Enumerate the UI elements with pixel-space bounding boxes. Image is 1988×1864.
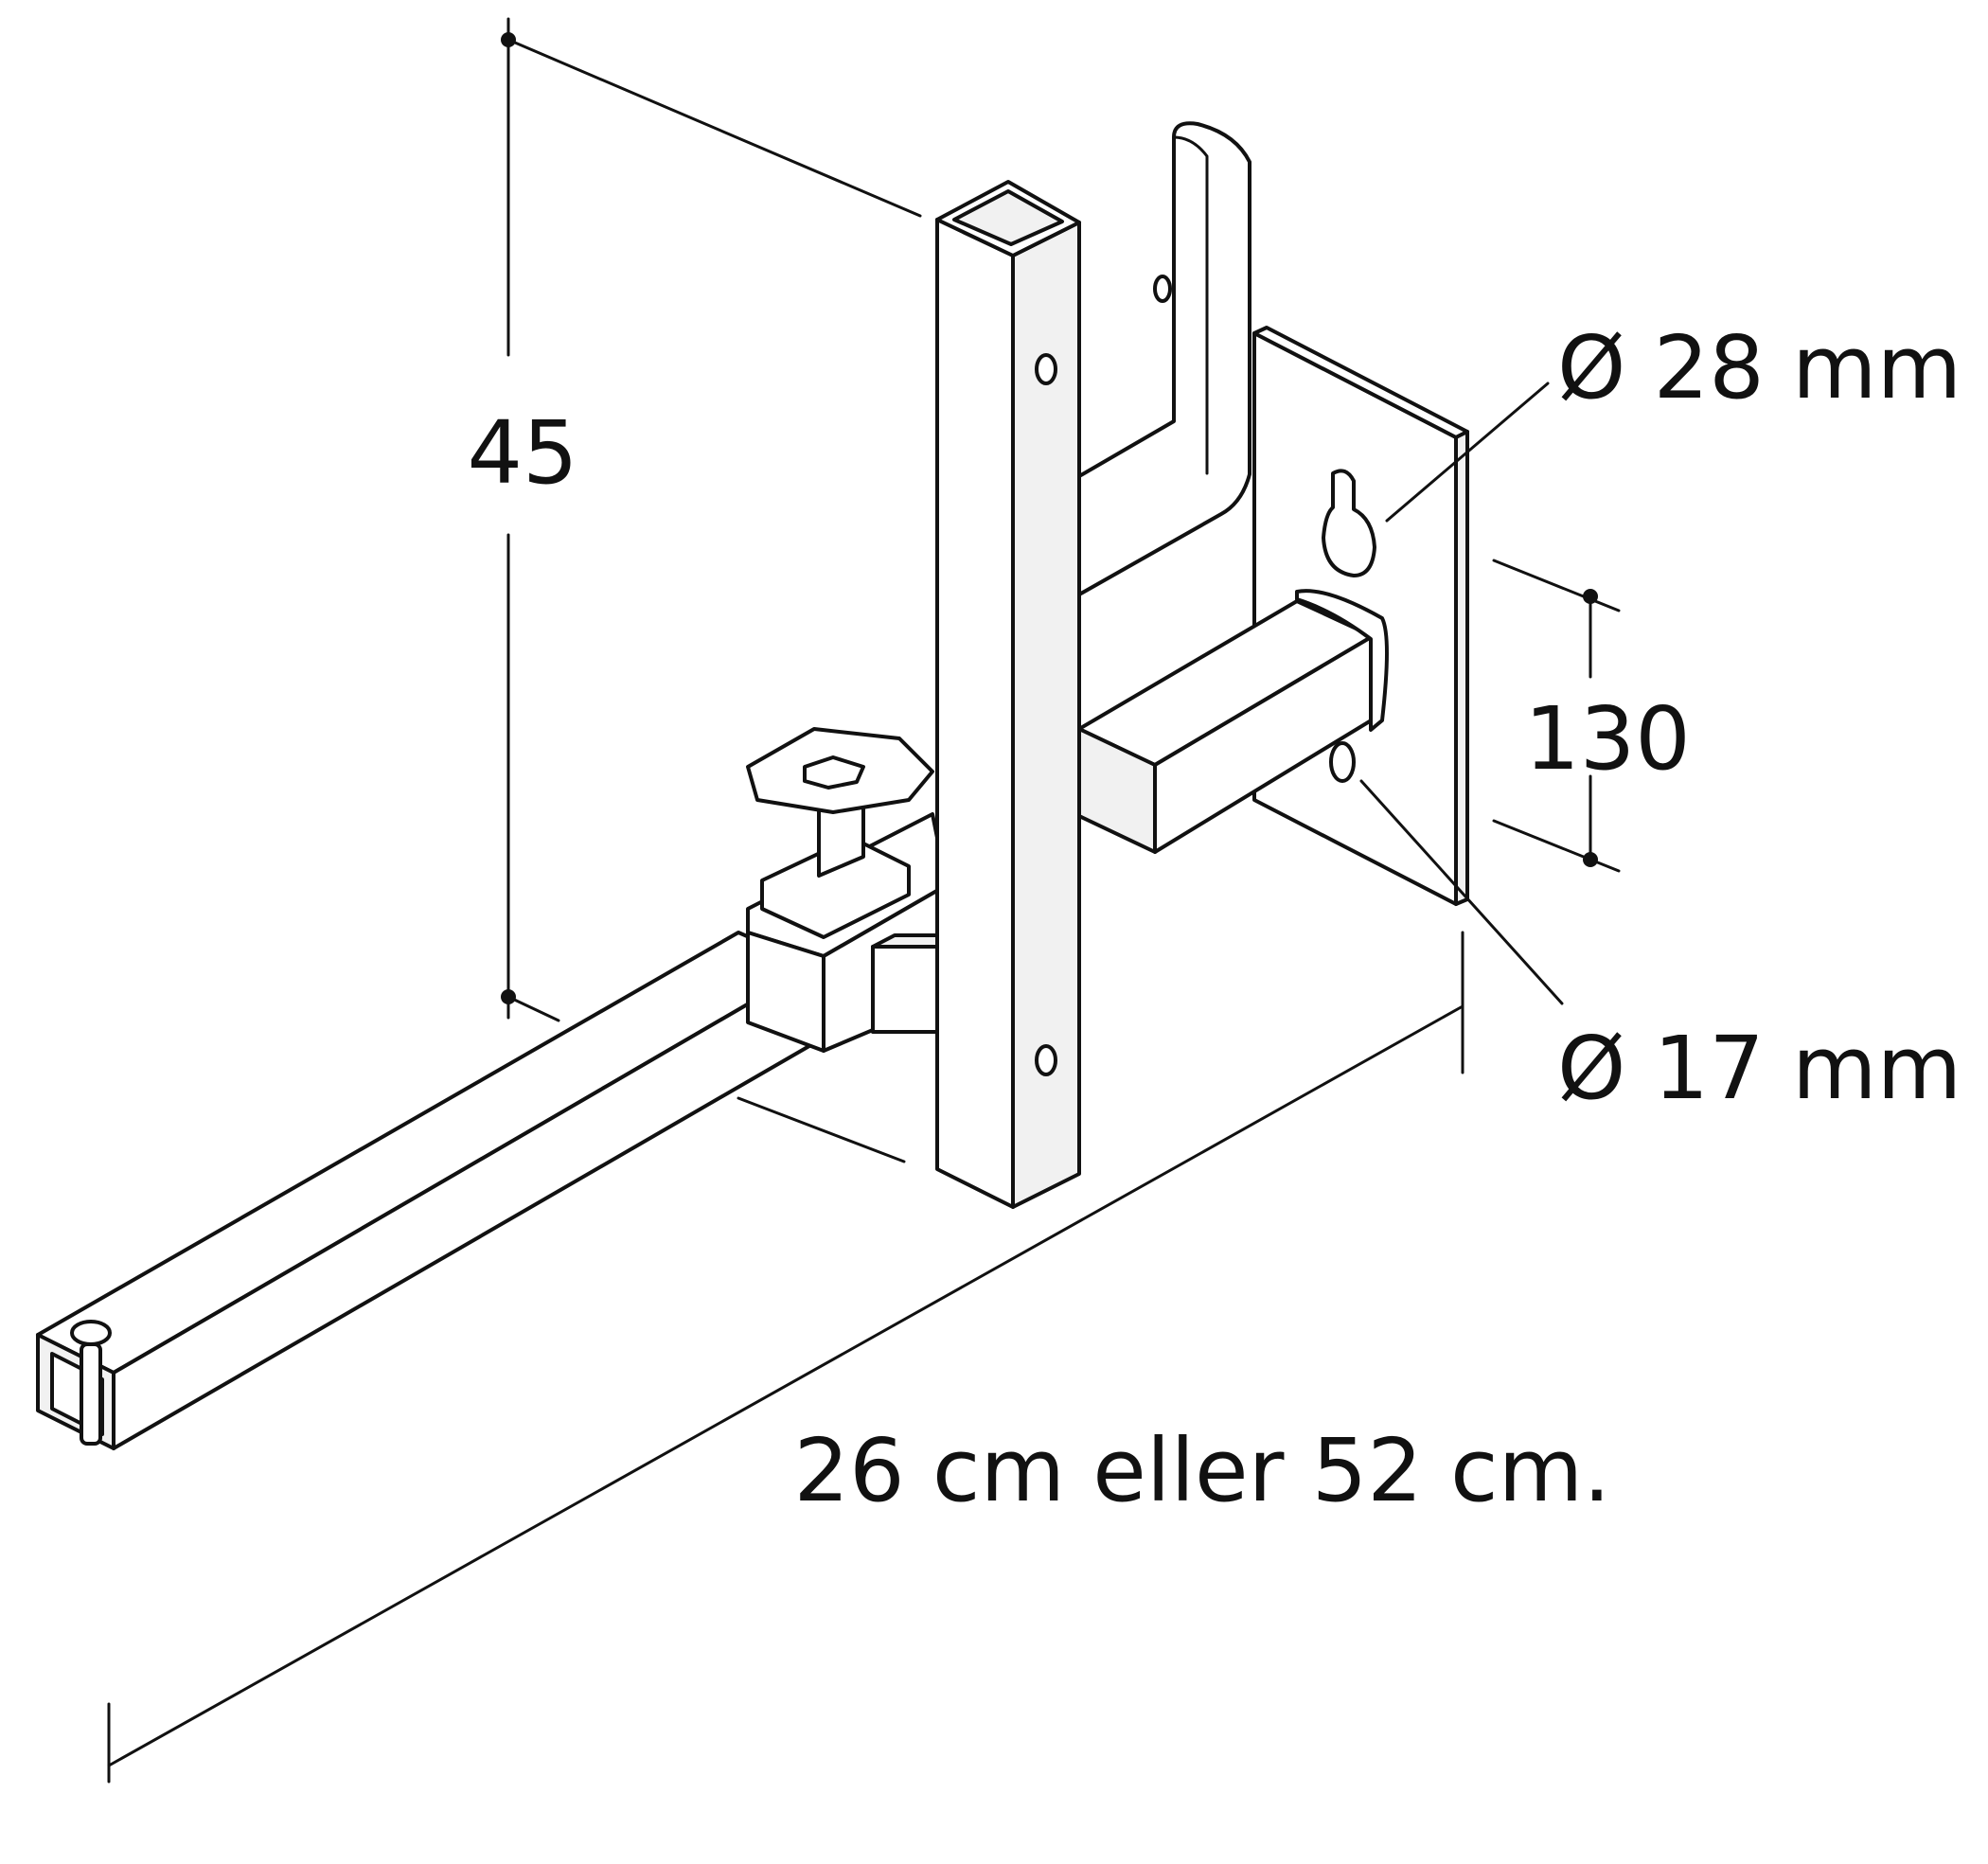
hole-spacing-dimension: 130 xyxy=(1492,559,1691,873)
height-bottom-marker xyxy=(501,989,516,1004)
height-dimension: 45 xyxy=(467,17,922,1022)
bolt-hole xyxy=(1329,741,1356,783)
spacing-top-marker xyxy=(1583,589,1598,604)
vertical-post xyxy=(935,180,1081,1209)
height-label: 45 xyxy=(467,402,577,504)
keyhole-slot xyxy=(1322,469,1376,577)
hole-spacing-label: 130 xyxy=(1524,688,1691,790)
spacing-bottom-marker xyxy=(1583,852,1598,867)
hook-hole xyxy=(1153,275,1172,303)
telescopic-arm xyxy=(36,931,816,1450)
u-hook xyxy=(1077,121,1251,596)
end-bolt xyxy=(70,1320,112,1346)
large-hole-label: Ø 28 mm xyxy=(1557,317,1961,418)
hole-leaders: Ø 28 mm Ø 17 mm xyxy=(1359,317,1961,1119)
arm-length-dimension: 26 cm eller 52 cm. xyxy=(107,931,1611,1784)
post-hole-top xyxy=(1035,353,1057,385)
arm-length-label: 26 cm eller 52 cm. xyxy=(794,1420,1611,1521)
clamp xyxy=(746,727,949,1053)
height-top-marker xyxy=(501,32,516,47)
post-hole-bottom xyxy=(1035,1044,1057,1076)
small-hole-label: Ø 17 mm xyxy=(1557,1018,1961,1119)
back-tube xyxy=(1077,589,1389,854)
